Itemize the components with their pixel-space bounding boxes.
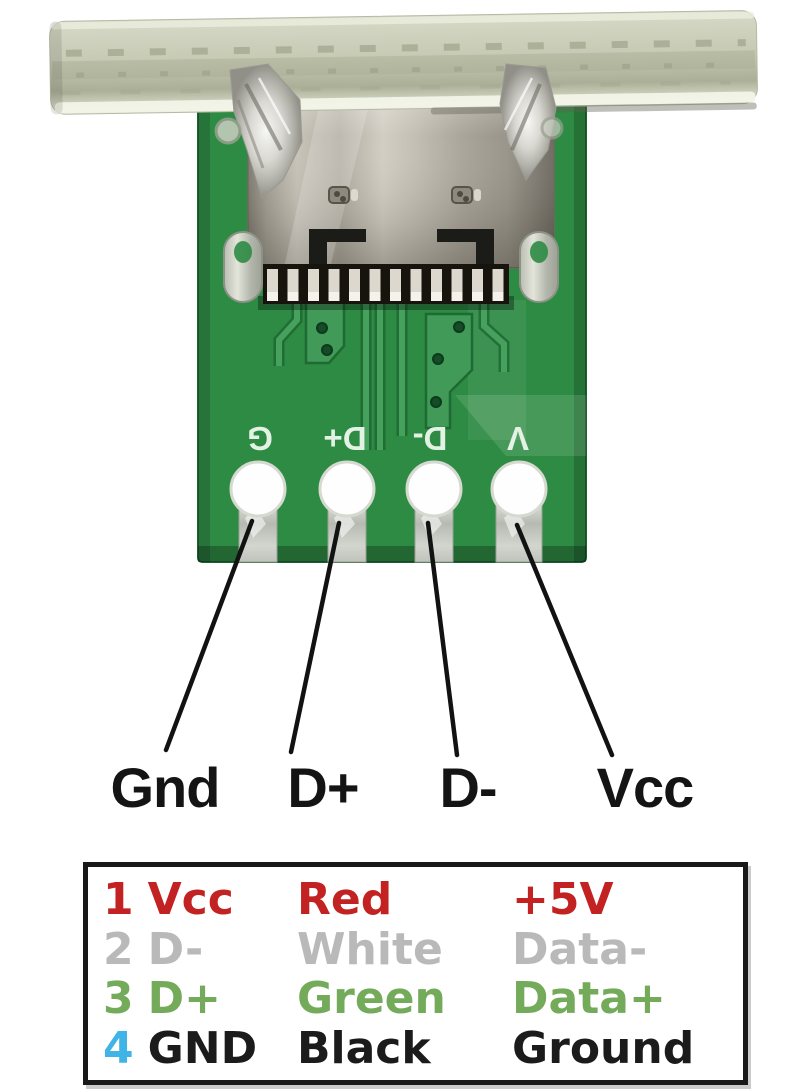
pad-dplus [318, 460, 376, 563]
pcb-light-region [455, 395, 586, 456]
wire-color: Red [297, 874, 393, 926]
pin-label-dplus: D+ [287, 756, 358, 819]
wire-signal: Ground [512, 1022, 695, 1074]
pad-gnd [229, 460, 287, 563]
callout-line-dplus [288, 520, 342, 755]
silkscreen-labels: G D+ D- V [247, 420, 529, 457]
pin-label-dminus: D- [439, 756, 496, 819]
pin-number: 2 [103, 923, 134, 975]
callout-line-dminus [425, 520, 460, 758]
pin-name: D+ [147, 973, 222, 1025]
connector-underside [223, 229, 559, 310]
solder-blobs [214, 63, 564, 199]
wire-signal: Data+ [512, 973, 666, 1025]
annotation-lines [163, 518, 615, 758]
pin-label-gnd: Gnd [111, 756, 220, 819]
pin-name: D- [147, 923, 204, 975]
silkscreen-label-v: V [507, 420, 529, 457]
pinout-row: 4 GND Black Ground [88, 1022, 743, 1074]
pin-name: Vcc [147, 874, 234, 926]
side-pad-left [214, 117, 242, 145]
usb-c-connector [247, 91, 555, 269]
breakout-pads: G D+ D- V [229, 420, 548, 563]
wire-color: White [297, 923, 443, 975]
pin-cell: 2 D- [88, 923, 297, 975]
pin-number: 1 [103, 874, 134, 926]
pin-name: GND [147, 1022, 258, 1074]
pinout-row: 2 D- White Data- [88, 923, 743, 975]
side-pad-right [540, 116, 564, 140]
pin-cell: 1 Vcc [88, 878, 297, 922]
pin-labels: Gnd D+ D- Vcc [111, 756, 695, 819]
pcb-vias [316, 321, 465, 408]
retention-tab-left [309, 229, 366, 269]
pin-comb [263, 264, 509, 304]
pad-dminus [405, 460, 463, 563]
pin-cell: 3 D+ [88, 977, 297, 1021]
pinout-row: 1 Vcc Red +5V [88, 878, 743, 922]
pad-vcc [490, 460, 548, 563]
callout-line-gnd [163, 518, 255, 753]
wire-color: Green [297, 973, 446, 1025]
pin-number: 3 [103, 973, 134, 1025]
board-photo: G D+ D- V Gnd D+ D- Vcc [49, 10, 758, 819]
pinout-row: 3 D+ Green Data+ [88, 977, 743, 1021]
pinout-table: 1 Vcc Red +5V 2 D- White Data- 3 D+ Gree… [83, 862, 748, 1085]
stamp-mark-right [451, 186, 481, 204]
retention-tab-right [437, 229, 494, 269]
wire-signal: +5V [512, 874, 614, 926]
wire-signal: Data- [512, 923, 648, 975]
mounting-lug-right [519, 231, 559, 303]
silkscreen-label-g: G [247, 420, 273, 457]
callout-line-vcc [514, 522, 615, 758]
pin-cell: 4 GND [88, 1022, 297, 1074]
wire-color: Black [297, 1022, 431, 1074]
silkscreen-label-dplus: D+ [323, 420, 366, 457]
silkscreen-label-dminus: D- [413, 420, 448, 457]
board-edge-strip [49, 10, 758, 115]
pin-number: 4 [103, 1022, 134, 1074]
pin-label-vcc: Vcc [597, 756, 694, 819]
stamp-mark-left [328, 186, 358, 204]
mounting-lug-left [223, 231, 263, 303]
